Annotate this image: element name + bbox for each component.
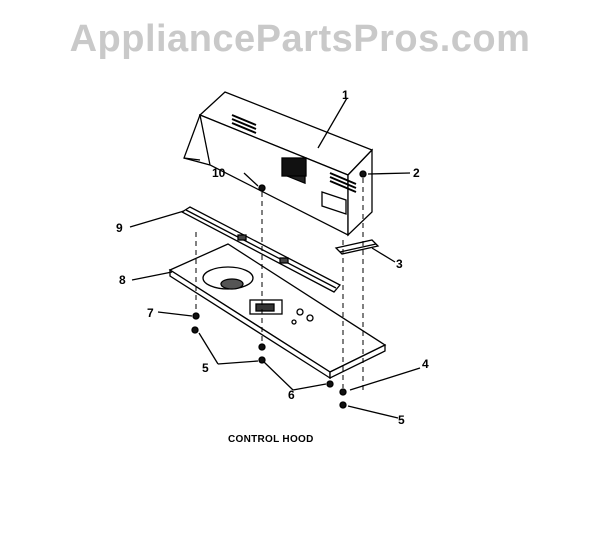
control-hood-panel: [183, 91, 374, 237]
screw-part-4: [339, 388, 347, 396]
diagram-caption: CONTROL HOOD: [228, 434, 314, 445]
callout-1: 1: [342, 88, 349, 102]
base-plate-part-8: [168, 243, 387, 380]
fasteners: [191, 170, 367, 409]
watermark: AppliancePartsPros.com: [69, 18, 531, 60]
alignment-lines: [195, 178, 364, 390]
callout-8: 8: [119, 273, 126, 287]
nut-part-5-lower: [258, 356, 266, 364]
nut-part-5-right: [339, 401, 347, 409]
callout-4: 4: [422, 357, 429, 371]
callout-2: 2: [413, 166, 420, 180]
callout-6: 6: [288, 388, 295, 402]
leader-lines: [129, 97, 421, 419]
bracket-part-3: [334, 239, 380, 255]
screw-part-2: [359, 170, 367, 178]
callout-7: 7: [147, 306, 154, 320]
callout-9: 9: [116, 221, 123, 235]
callout-5-right: 5: [398, 413, 405, 427]
callout-10: 10: [212, 166, 226, 180]
screw-part-10: [258, 184, 266, 192]
callout-3: 3: [396, 257, 403, 271]
callout-5-left: 5: [202, 361, 209, 375]
nut-part-5-center: [258, 343, 266, 351]
nut-part-5-left: [191, 326, 199, 334]
washer-part-6: [326, 380, 334, 388]
angle-strip-part-9: [180, 206, 342, 293]
